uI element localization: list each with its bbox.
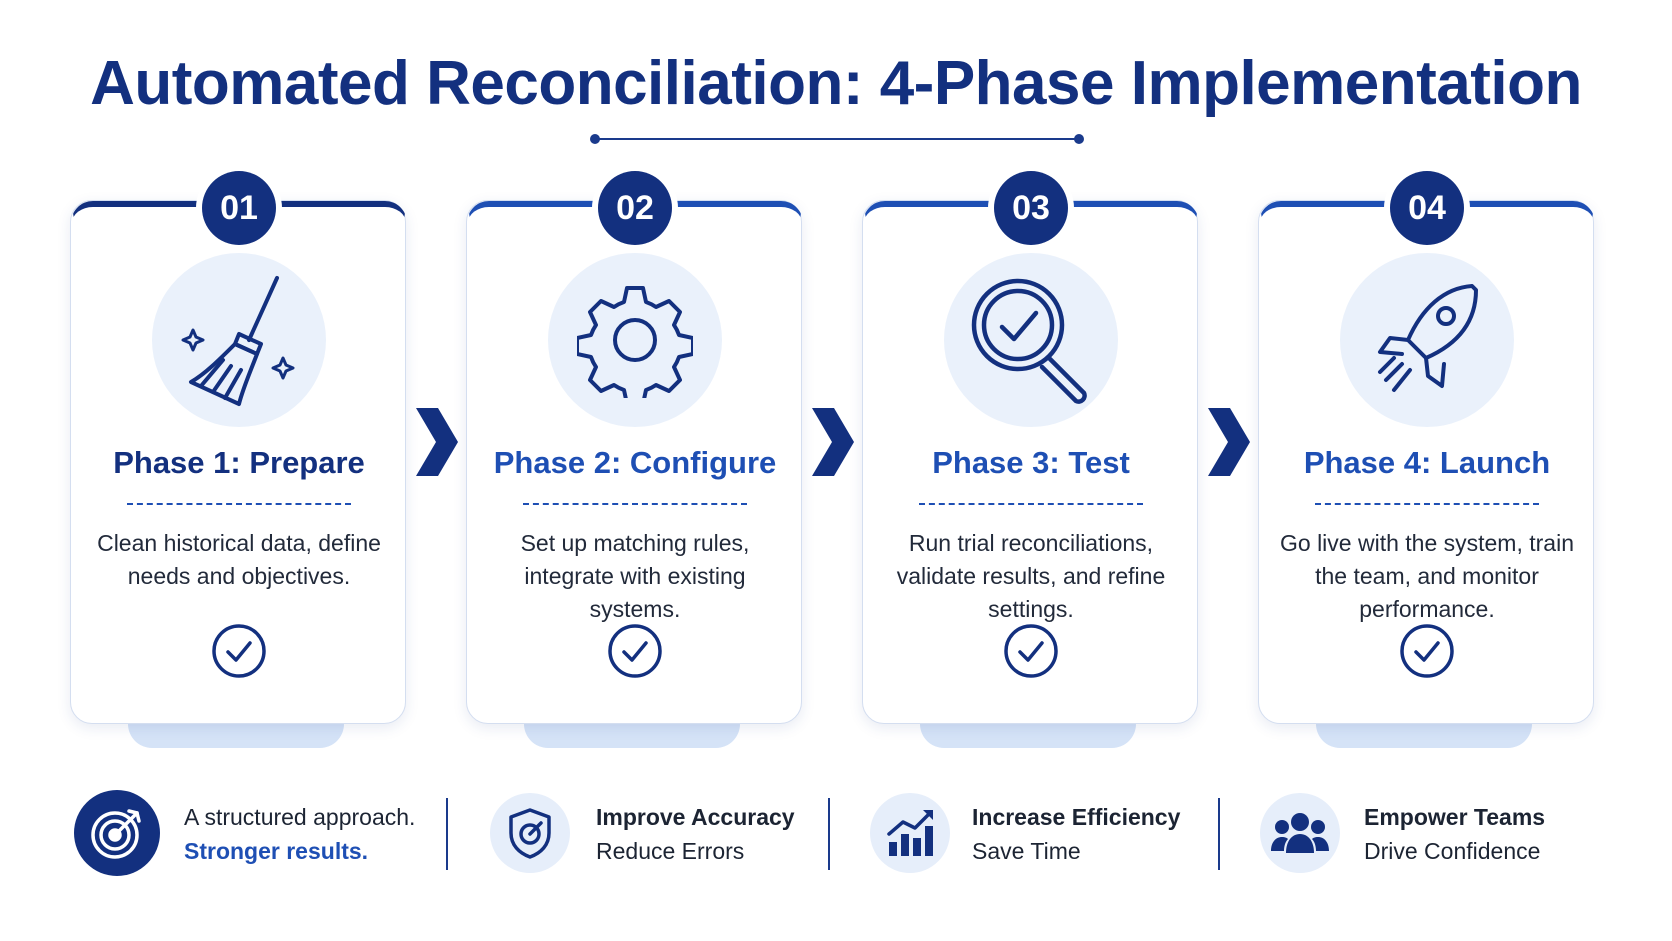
growth-chart-icon <box>870 793 950 873</box>
check-circle-icon <box>608 624 662 678</box>
chevron-right-icon <box>416 408 458 476</box>
card-body: 04 Phase 4: Launch Go live with the syst… <box>1258 171 1595 724</box>
check-circle-icon <box>1004 624 1058 678</box>
divider <box>828 798 830 870</box>
phase-card-2: 02 Phase 2: Configure Set up matching ru… <box>466 171 803 750</box>
chevron-right-icon <box>1208 408 1250 476</box>
dashed-divider <box>1315 503 1539 505</box>
page-title: Automated Reconciliation: 4-Phase Implem… <box>90 49 1582 118</box>
card-body: 01 Phase 1: Prepare Clean historical dat… <box>70 171 407 724</box>
benefit-line2: Stronger results. <box>184 838 369 864</box>
benefit-teams: Empower Teams Drive Confidence <box>1260 790 1590 880</box>
phase-number-badge: 01 <box>202 171 276 245</box>
phase-title: Phase 2: Configure <box>493 445 777 480</box>
card-body: 03 Phase 3: Test Run trial reconciliatio… <box>862 171 1199 724</box>
chevron-right-icon <box>812 408 854 476</box>
broom-sparkle-icon <box>152 253 326 427</box>
benefit-line1: A structured approach. <box>184 804 416 830</box>
phase-card-4: 04 Phase 4: Launch Go live with the syst… <box>1258 171 1595 750</box>
dashed-divider <box>919 503 1143 505</box>
rocket-icon <box>1340 253 1514 427</box>
phase-description: Clean historical data, define needs and … <box>97 530 381 589</box>
benefit-line1: Increase Efficiency <box>972 804 1181 830</box>
phase-number-badge: 02 <box>598 171 672 245</box>
phase-description: Go live with the system, train the team,… <box>1280 530 1574 622</box>
divider <box>1218 798 1220 870</box>
phase-card-3: 03 Phase 3: Test Run trial reconciliatio… <box>862 171 1199 750</box>
magnifier-check-icon <box>944 253 1118 427</box>
phase-description: Run trial reconciliations, validate resu… <box>896 530 1166 622</box>
phase-card-1: 01 Phase 1: Prepare Clean historical dat… <box>70 171 407 750</box>
divider <box>446 798 448 870</box>
benefit-line2: Reduce Errors <box>596 838 745 864</box>
benefit-line1: Empower Teams <box>1364 804 1546 830</box>
card-body: 02 Phase 2: Configure Set up matching ru… <box>466 171 803 724</box>
benefit-efficiency: Increase Efficiency Save Time <box>870 790 1200 880</box>
target-icon <box>74 790 160 876</box>
phase-description: Set up matching rules, integrate with ex… <box>520 530 750 622</box>
phase-number-badge: 04 <box>1390 171 1464 245</box>
benefit-accuracy: Improve Accuracy Reduce Errors <box>490 790 820 880</box>
phase-title: Phase 4: Launch <box>1303 445 1551 480</box>
phase-title: Phase 1: Prepare <box>113 445 365 480</box>
phase-number-badge: 03 <box>994 171 1068 245</box>
phase-title: Phase 3: Test <box>932 445 1130 480</box>
benefit-line1: Improve Accuracy <box>596 804 795 830</box>
benefit-line2: Save Time <box>972 838 1081 864</box>
check-circle-icon <box>212 624 266 678</box>
benefit-structured-approach: A structured approach. Stronger results. <box>74 790 434 880</box>
gear-icon <box>548 253 722 427</box>
dashed-divider <box>127 503 351 505</box>
title-divider <box>590 134 1084 144</box>
benefit-line2: Drive Confidence <box>1364 838 1541 864</box>
team-icon <box>1260 793 1340 873</box>
check-circle-icon <box>1400 624 1454 678</box>
dashed-divider <box>523 503 747 505</box>
shield-target-icon <box>490 793 570 873</box>
